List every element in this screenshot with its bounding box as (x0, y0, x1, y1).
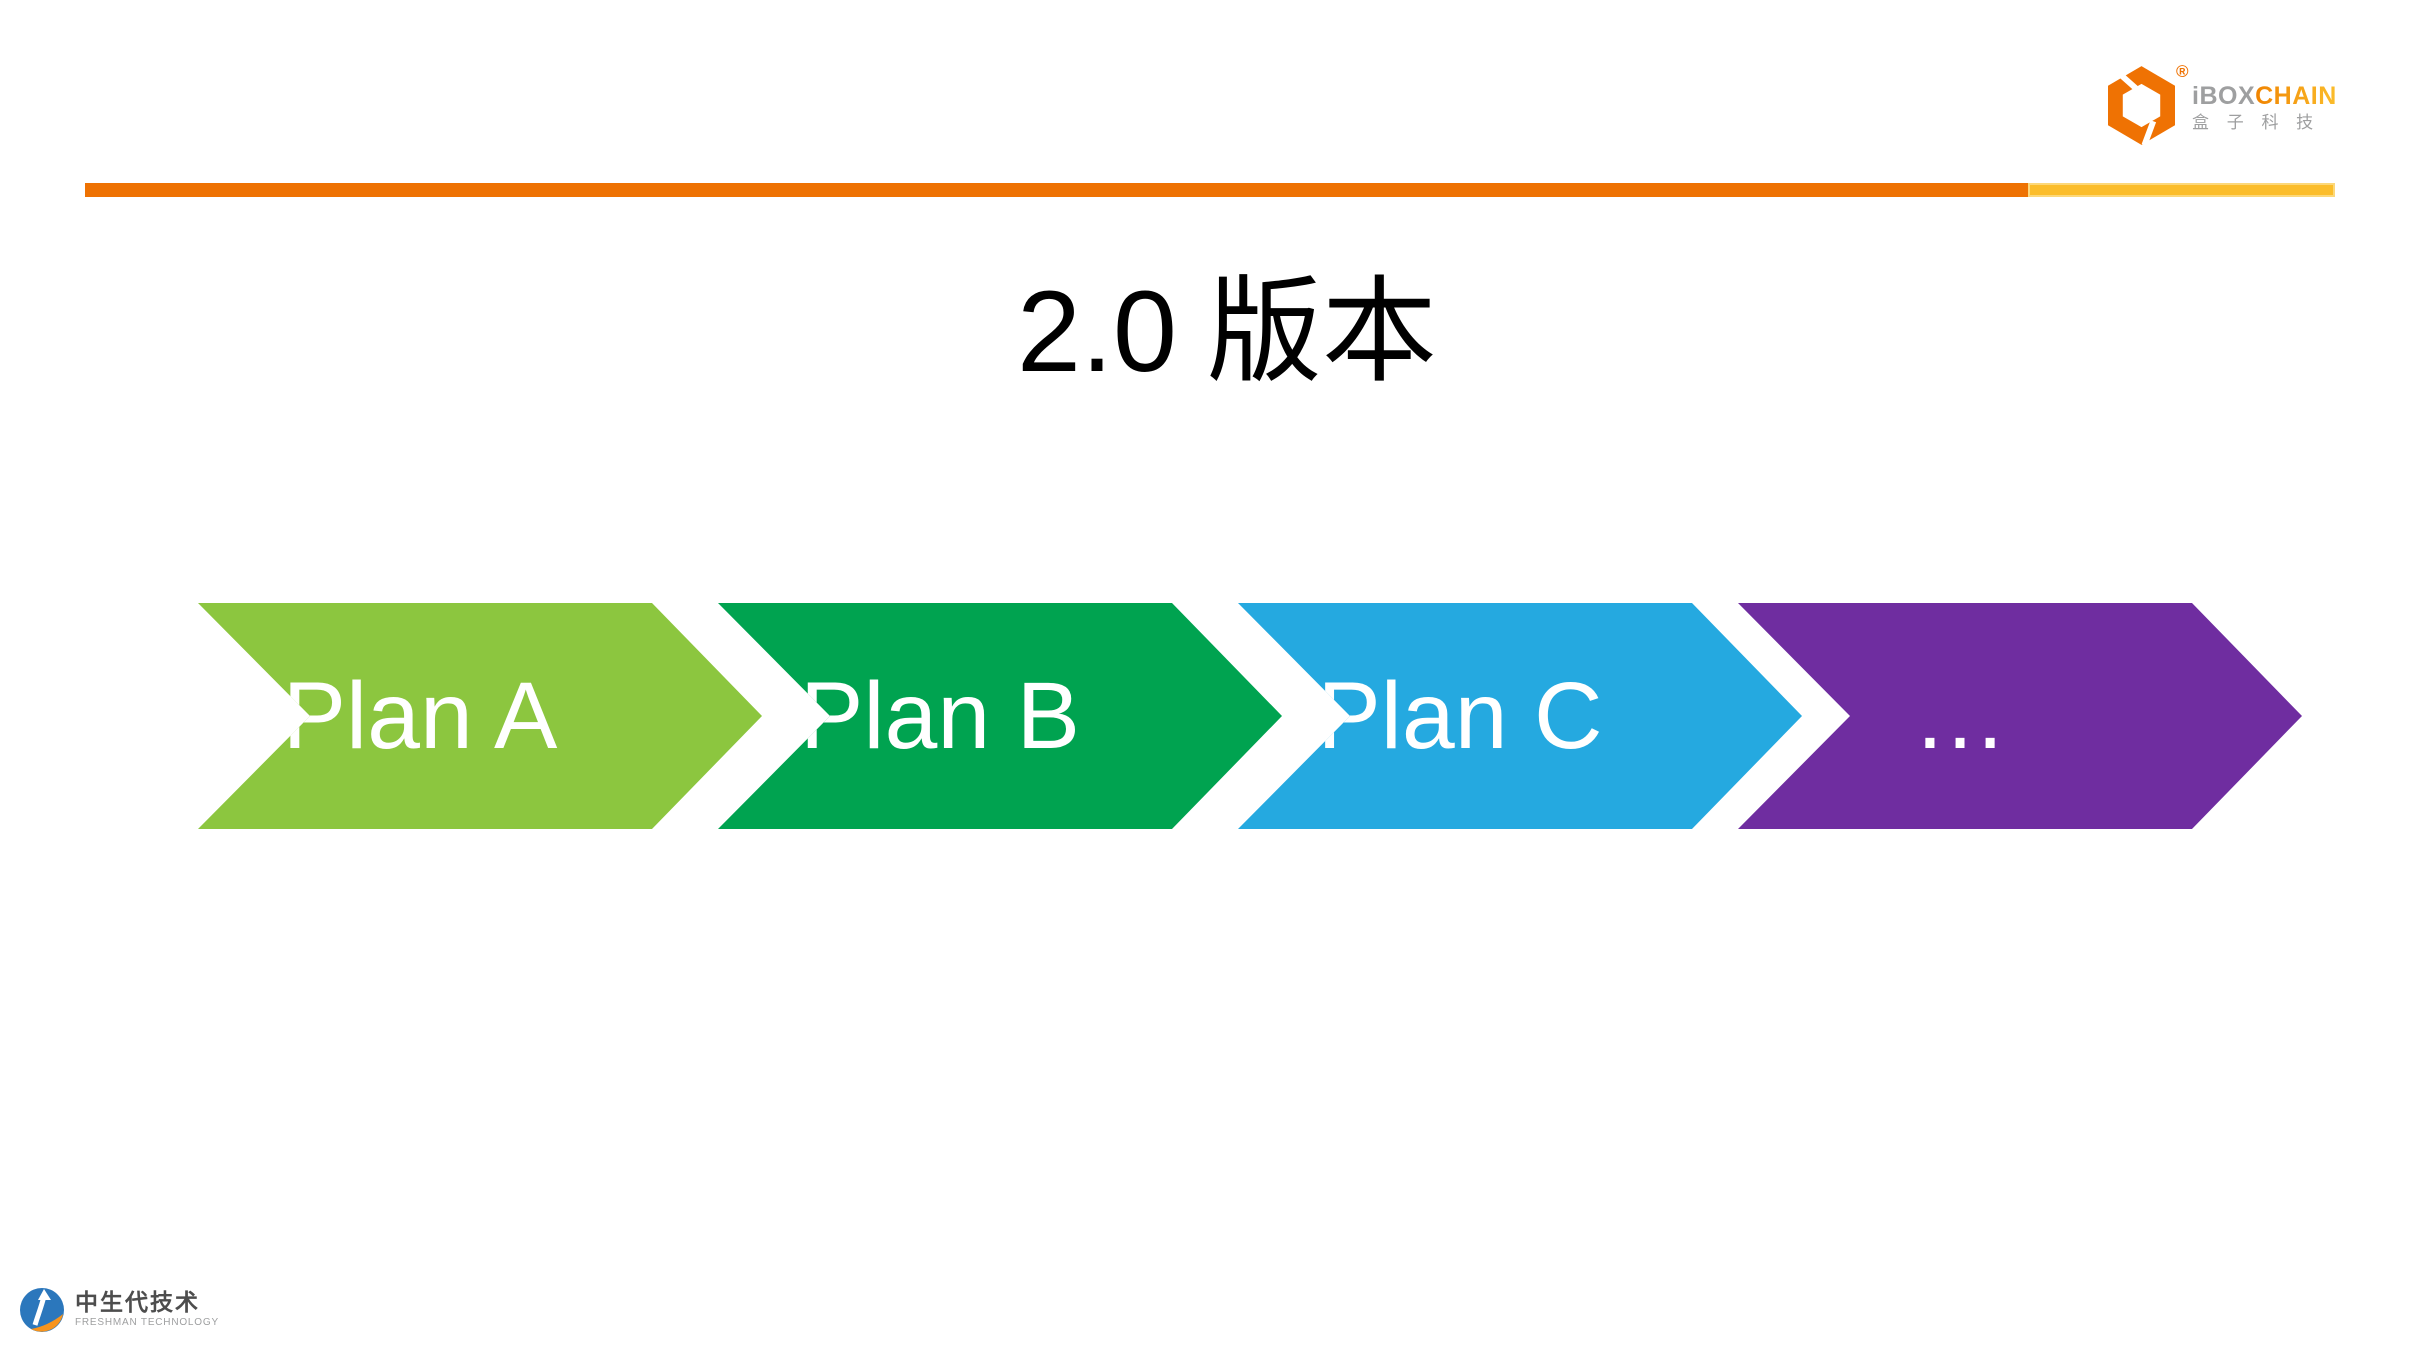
freshman-logo: 中生代技术 FRESHMAN TECHNOLOGY (18, 1286, 219, 1334)
iboxchain-hexagon-icon (2108, 66, 2175, 145)
title-label-cn: 版本 (1206, 269, 1437, 396)
title-version: 2.0 (1017, 268, 1177, 396)
page-title: 2.0 版本 (1017, 266, 1437, 399)
freshman-company-subtitle: FRESHMAN TECHNOLOGY (75, 1317, 219, 1328)
registered-mark: ® (2176, 62, 2189, 81)
process-step-label: … (1912, 662, 2008, 769)
iboxchain-wordmark-ibox: iBOX (2192, 82, 2256, 110)
process-step-more: … (1738, 603, 2302, 829)
header-divider-yellow (2028, 183, 2335, 197)
freshman-text-block: 中生代技术 FRESHMAN TECHNOLOGY (75, 1286, 219, 1328)
freshman-company-name: 中生代技术 (75, 1289, 200, 1315)
iboxchain-subtitle-cn: 盒 子 科 技 (2192, 113, 2320, 132)
iboxchain-wordmark-chain: CHAIN (2255, 82, 2337, 110)
freshman-logo-icon (20, 1288, 64, 1332)
process-step-plan-b: Plan B (718, 603, 1282, 829)
iboxchain-wordmark-block: iBOXCHAIN 盒 子 科 技 (2192, 84, 2337, 132)
process-step-plan-a: Plan A (198, 603, 762, 829)
process-step-label: Plan B (800, 662, 1080, 769)
header-divider-orange (85, 183, 2028, 197)
process-step-label: Plan A (282, 662, 558, 769)
process-step-plan-c: Plan C (1238, 603, 1802, 829)
iboxchain-wordmark: iBOXCHAIN (2192, 84, 2337, 109)
process-step-label: Plan C (1317, 662, 1603, 769)
iboxchain-logo: ® iBOXCHAIN 盒 子 科 技 (2100, 60, 2350, 160)
